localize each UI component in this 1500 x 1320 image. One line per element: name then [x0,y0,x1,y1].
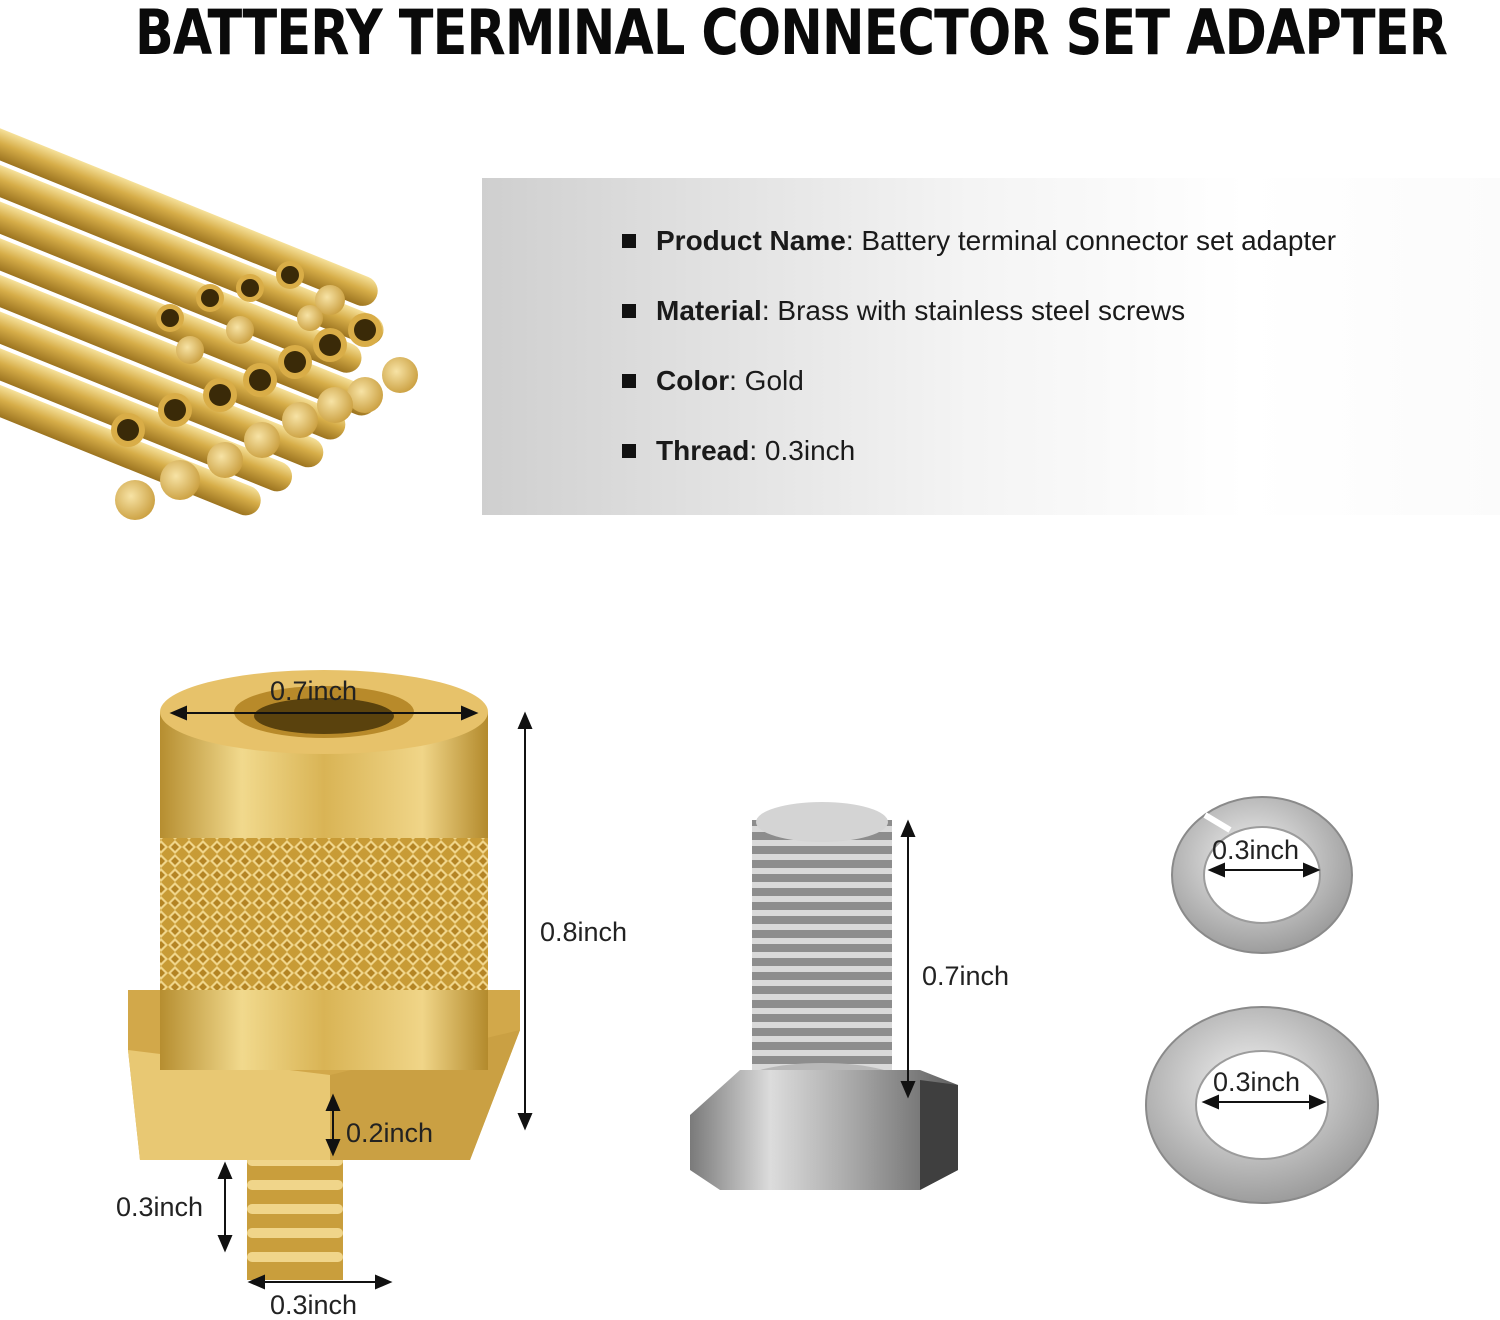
bullet-icon [622,304,636,318]
spec-value: 0.3inch [764,435,856,466]
bullet-icon [622,374,636,388]
dim-adapter-thread-width: 0.3inch [270,1290,358,1320]
page-title: BATTERY TERMINAL CONNECTOR SET ADAPTER [135,0,1448,69]
dim-adapter-thread-length: 0.3inch [116,1192,204,1222]
dim-bolt-length: 0.7inch [922,961,1010,991]
flat-washer-image [1145,1006,1379,1204]
spec-key: Material [656,295,762,326]
dim-spring-washer: 0.3inch [1212,835,1300,865]
spring-washer-image [1171,796,1353,954]
spec-key: Color [656,365,730,396]
bullet-icon [622,234,636,248]
spec-colon: : [761,295,778,326]
dim-adapter-height: 0.8inch [540,917,628,947]
spec-row-product-name: Product Name: Battery terminal connector… [622,221,1336,261]
brass-adapter-image [128,670,520,1280]
spec-colon: : [845,225,862,256]
bolt-image [690,802,958,1190]
specs-panel: Product Name: Battery terminal connector… [482,178,1500,515]
spec-row-thread: Thread: 0.3inch [622,431,855,471]
spec-value: Gold [744,365,804,396]
dim-flat-washer: 0.3inch [1213,1067,1301,1097]
spec-value: Brass with stainless steel screws [777,295,1186,326]
spec-key: Thread [656,435,750,466]
dimension-arrows [169,705,1327,1290]
spec-value: Battery terminal connector set adapter [861,225,1337,256]
spec-colon: : [749,435,765,466]
brass-rods-image [0,114,418,520]
dim-adapter-hex-height: 0.2inch [346,1118,434,1148]
spec-row-color: Color: Gold [622,361,804,401]
spec-key: Product Name [656,225,846,256]
spec-colon: : [729,365,745,396]
dim-adapter-top-width: 0.7inch [270,676,358,706]
spec-row-material: Material: Brass with stainless steel scr… [622,291,1185,331]
bullet-icon [622,444,636,458]
